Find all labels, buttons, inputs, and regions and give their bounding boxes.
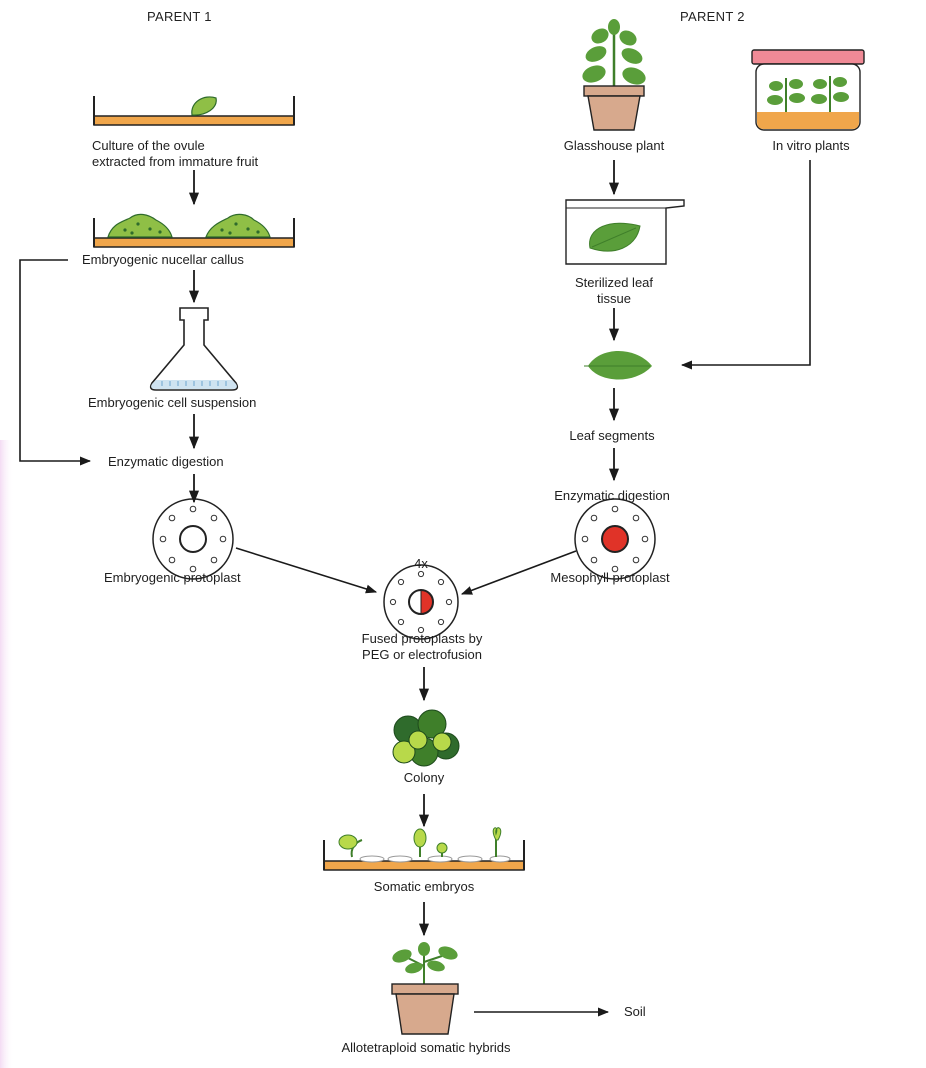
- glasshouse-plant-label: Glasshouse plant: [563, 138, 665, 153]
- parent-2-header: PARENT 2: [680, 9, 745, 24]
- fused-protoplasts-label-line1: Fused protoplasts by: [361, 631, 483, 646]
- arrow-callus-bypass: [19, 259, 92, 466]
- mesophyll-protoplast-icon: [574, 498, 656, 580]
- ovule-culture-label-line1: Culture of the ovule: [92, 138, 205, 153]
- arrow-mesophyll-to-fused: [460, 550, 577, 595]
- sterilized-leaf-label-line2: tissue: [597, 291, 631, 306]
- enzymatic-digestion-left-label: Enzymatic digestion: [108, 454, 224, 469]
- mesophyll-protoplast-label: Mesophyll protoplast: [550, 570, 670, 585]
- somatic-embryos-dish-icon: [323, 827, 525, 871]
- fused-protoplast-icon: [383, 564, 459, 640]
- left-edge-tint: [0, 440, 14, 1068]
- nucellar-callus-label: Embryogenic nucellar callus: [82, 252, 244, 267]
- embryogenic-protoplast-icon: [152, 498, 234, 580]
- ovule-culture-dish-icon: [93, 96, 295, 126]
- colony-label: Colony: [403, 770, 445, 785]
- enzymatic-digestion-right-label: Enzymatic digestion: [554, 488, 670, 503]
- colony-icon: [392, 709, 460, 767]
- callus-dish-icon: [93, 213, 295, 248]
- soil-label: Soil: [624, 1004, 646, 1019]
- sterilized-leaf-container-icon: [565, 199, 685, 265]
- ovule-culture-label-line2: extracted from immature fruit: [92, 154, 259, 169]
- hybrid-plant-pot-icon: [391, 942, 459, 1035]
- in-vitro-plants-label: In vitro plants: [772, 138, 850, 153]
- in-vitro-jar-icon: [751, 49, 865, 131]
- hybrids-label: Allotetraploid somatic hybrids: [341, 1040, 511, 1055]
- somatic-embryos-label: Somatic embryos: [373, 879, 475, 894]
- embryogenic-protoplast-label: Embryogenic protoplast: [104, 570, 241, 585]
- magnification-label: 4x: [414, 556, 428, 571]
- arrow-embryogenic-to-fused: [235, 547, 378, 594]
- fused-protoplasts-label-line2: PEG or electrofusion: [362, 647, 482, 662]
- leaf-icon: [584, 351, 652, 380]
- sterilized-leaf-label-line1: Sterilized leaf: [574, 275, 654, 290]
- glasshouse-plant-icon: [582, 19, 646, 131]
- leaf-segments-label: Leaf segments: [569, 428, 655, 443]
- parent-1-header: PARENT 1: [147, 9, 212, 24]
- cell-suspension-label: Embryogenic cell suspension: [88, 395, 257, 410]
- flask-icon: [149, 307, 239, 391]
- arrow-invitro-to-leaf: [680, 160, 811, 370]
